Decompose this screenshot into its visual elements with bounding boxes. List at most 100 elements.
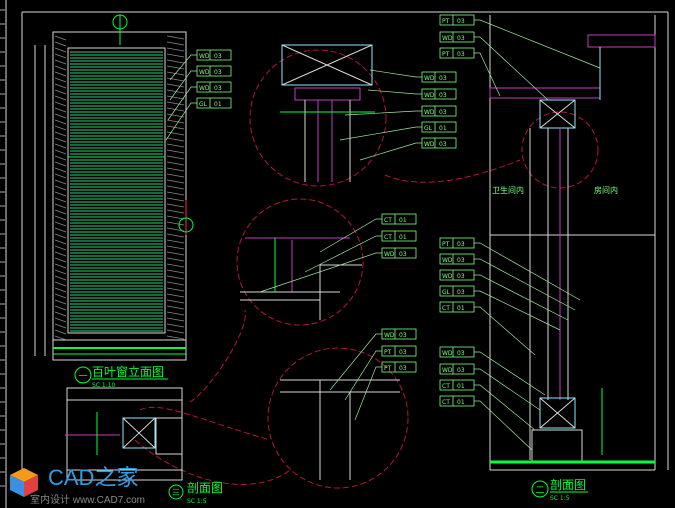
material-code: CT [384,217,392,224]
material-code: WD [199,69,210,76]
material-code: CT [442,399,450,406]
material-number: 03 [457,367,465,374]
elevation-scale: SC 1:10 [92,382,116,389]
material-number: 01 [457,399,465,406]
material-code: WD [442,350,453,357]
wood-grain [166,269,185,274]
wood-grain [166,35,185,40]
leader-line [169,70,197,101]
detail-callouts [134,49,599,489]
wood-grain [166,113,185,118]
wood-grain [54,143,67,149]
wood-grain [54,263,67,269]
wood-grain [54,281,67,287]
wood-grain [166,215,185,220]
wood-grain [54,317,67,323]
wood-grain [166,143,185,148]
leader-line [259,252,382,293]
leader-line [474,290,561,331]
material-number: 03 [457,51,465,58]
wood-grain [166,305,185,310]
material-code: CT [442,383,450,390]
wood-grain [166,47,185,52]
wood-grain [166,299,185,304]
plan-scale: SC 1:5 [187,498,207,505]
wood-grain [54,233,67,239]
elevation-title-text: 百叶窗立面图 [92,364,164,379]
wood-grain [166,317,185,322]
leader-line [474,384,536,431]
leader-line [474,306,536,356]
plan-title: 三 剖面图 SC 1:5 [168,481,223,505]
material-number: 03 [457,257,465,264]
wood-grain [54,311,67,317]
material-number: 03 [399,251,407,258]
plan-section-drawing [65,387,183,481]
wood-grain [54,47,67,53]
section-scale: SC 1:5 [550,495,570,502]
wood-grain [166,119,185,124]
wood-grain [166,125,185,130]
detail-geometry [240,44,400,480]
wood-grain [54,119,67,125]
elevation-title-number: 一 [78,372,87,382]
wood-grain [166,245,185,250]
section-title: 二 剖面图 SC 1:5 [531,478,588,502]
wood-grain [166,53,185,58]
wood-grain [166,323,185,328]
wood-grain [166,275,185,280]
leader-line [354,366,382,421]
wood-grain [166,101,185,106]
wood-grain [166,257,185,262]
material-code: WD [384,332,395,339]
plan-title-number: 三 [172,488,180,497]
leader-line [367,89,422,95]
material-number: 03 [457,289,465,296]
drawing-frame [5,0,669,508]
wood-grain [54,161,67,167]
material-number: 03 [439,75,447,82]
watermark-url: 室内设计 www.CAD7.com [30,495,146,506]
material-number: 03 [399,332,407,339]
material-number: 03 [214,53,222,60]
wood-grain [166,335,185,340]
material-code: PT [442,241,450,248]
leader-line [474,36,549,101]
material-code: WD [424,141,435,148]
leader-line [339,126,422,141]
wood-grain [54,107,67,113]
material-code: GL [424,125,433,132]
wood-grain [54,269,67,275]
leader-line [474,351,546,396]
wood-grain [54,131,67,137]
material-number: 03 [439,141,447,148]
material-code: PT [442,51,450,58]
wood-grain [166,263,185,268]
wood-grain [166,83,185,88]
material-number: 03 [214,69,222,76]
wood-grain [166,131,185,136]
wood-grain [166,149,185,154]
material-code: WD [424,75,435,82]
material-tag: PT 03 [439,47,475,59]
wood-grain [54,41,67,47]
wood-grain [54,35,67,41]
wood-grain [166,191,185,196]
material-tag: CT 01 [439,395,475,407]
material-code: WD [442,273,453,280]
wood-grain [166,251,185,256]
left-ruler [0,9,5,487]
wood-grain [54,173,67,179]
leader-line [359,142,422,161]
wood-grain [166,161,185,166]
wood-grain [166,41,185,46]
